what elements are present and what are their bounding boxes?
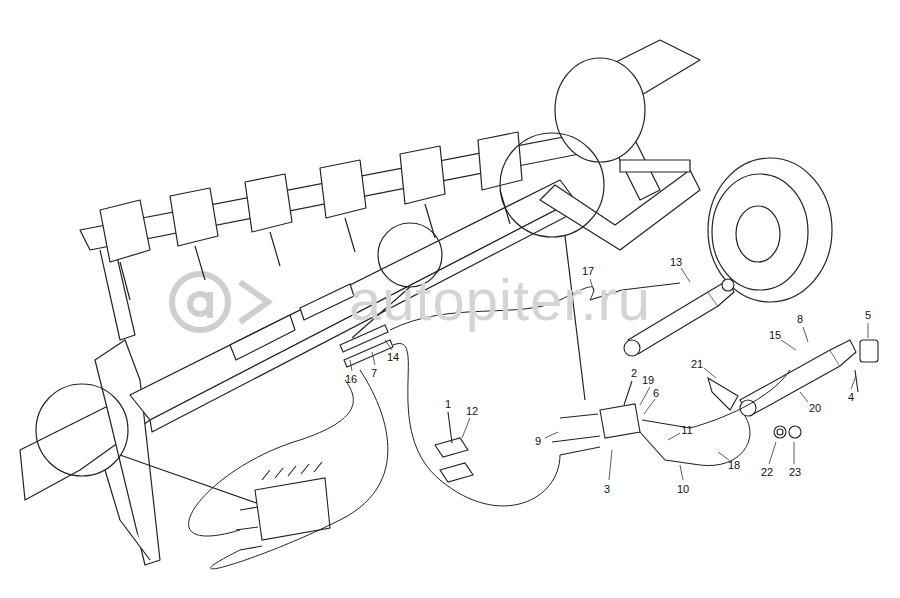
callout-number: 23 [788,466,802,479]
callout-number: 22 [760,466,774,479]
callout-number: 4 [847,391,855,404]
hoses [189,287,790,569]
callout-number: 16 [344,373,358,386]
watermark-logo [172,274,268,330]
callout-number: 19 [641,374,655,387]
callout-number: 13 [669,256,683,269]
callout-number: 9 [534,435,542,448]
callout-number: 17 [581,265,595,278]
callout-number: 3 [603,483,611,496]
callout-number: 15 [768,329,782,342]
callout-number: 18 [727,459,741,472]
plough-frame [20,40,700,565]
callout-number: 21 [690,358,704,371]
transport-wheel [555,58,832,302]
callout-number: 8 [796,313,804,326]
watermark: autopiter.ru [349,271,651,329]
callout-number: 1 [444,398,452,411]
callout-number: 2 [630,367,638,380]
callout-number: 14 [386,351,400,364]
callout-number: 6 [652,387,660,400]
callout-number: 12 [465,405,479,418]
callout-number: 5 [864,309,872,322]
callout-number: 7 [370,367,378,380]
callout-number: 10 [676,483,690,496]
callout-number: 20 [808,402,822,415]
callout-number: 11 [680,424,693,437]
